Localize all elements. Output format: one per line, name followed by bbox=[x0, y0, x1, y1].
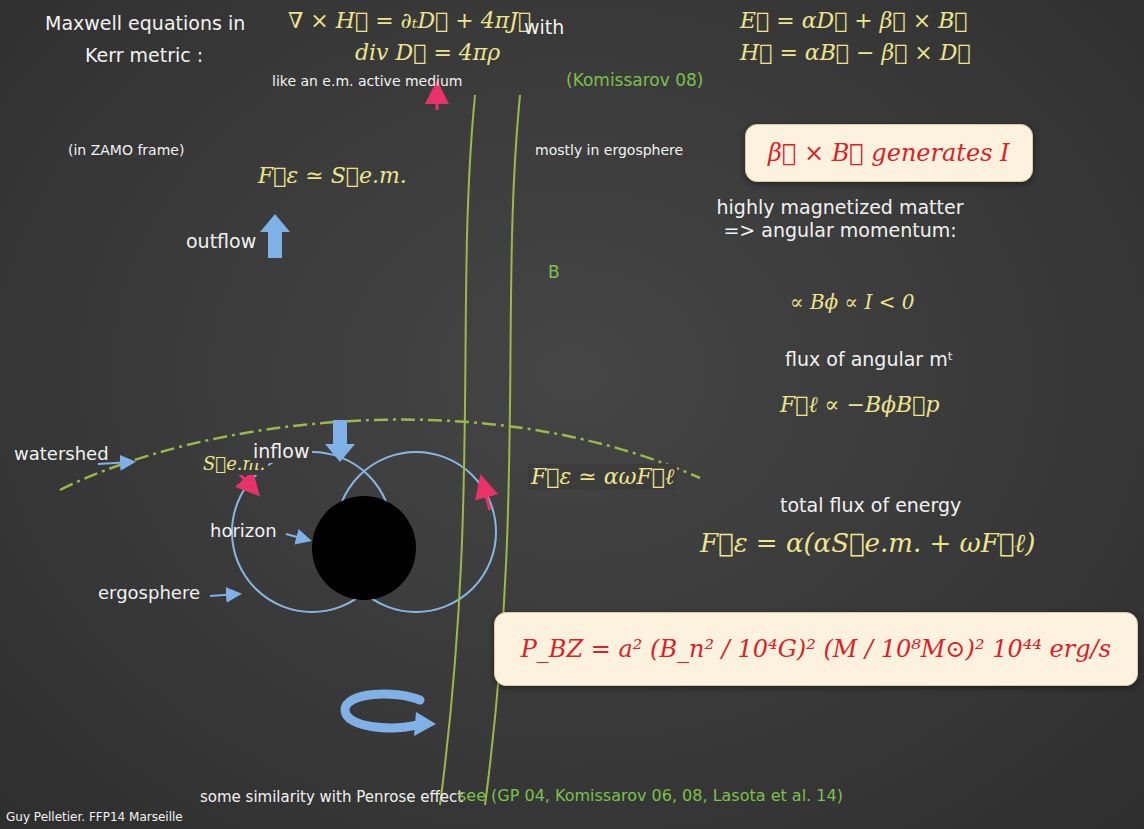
slide-label: horizon bbox=[210, 520, 277, 542]
slide-label: ∇ × H⃗ = ∂ₜD⃗ + 4πJ⃗ bbox=[288, 8, 531, 34]
slide-label: inflow bbox=[250, 440, 312, 463]
slide-label: F⃗ℓ ∝ −BϕB⃗p bbox=[780, 392, 940, 418]
slide-label: E⃗ = αD⃗ + β⃗ × B⃗ bbox=[740, 8, 968, 34]
slide-label: Guy Pelletier. FFP14 Marseille bbox=[6, 810, 183, 824]
slide-label: Kerr metric : bbox=[85, 44, 203, 67]
slide-label: some similarity with Penrose effect bbox=[200, 788, 463, 806]
slide-label: outflow bbox=[186, 230, 256, 253]
slide-label: ∝ Bϕ ∝ I < 0 bbox=[790, 290, 915, 314]
slide-label: see (GP 04, Komissarov 06, 08, Lasota et… bbox=[458, 786, 843, 805]
box-text: P_BZ = a² (B_n² / 10⁴G)² (M / 10⁸M⊙)² 10… bbox=[521, 635, 1111, 663]
slide-label: H⃗ = αB⃗ − β⃗ × D⃗ bbox=[740, 40, 971, 66]
slide-label: flux of angular mᵗ bbox=[785, 348, 953, 371]
slide-label: mostly in ergosphere bbox=[535, 142, 683, 159]
highlight-box: P_BZ = a² (B_n² / 10⁴G)² (M / 10⁸M⊙)² 10… bbox=[494, 612, 1138, 686]
slide-label: F⃗ε ≃ αωF⃗ℓ bbox=[528, 464, 677, 490]
slide-label: div D⃗ = 4πρ bbox=[355, 40, 500, 66]
slide-label: ergosphere bbox=[98, 582, 200, 604]
slide-label: (in ZAMO frame) bbox=[68, 142, 184, 159]
slide-label: Maxwell equations in bbox=[45, 12, 245, 35]
slide-label: with bbox=[524, 16, 564, 39]
box-text: β⃗ × B⃗ generates I bbox=[768, 139, 1010, 167]
slide-label: F⃗ε ≃ S⃗e.m. bbox=[258, 163, 407, 189]
highlight-box: β⃗ × B⃗ generates I bbox=[745, 124, 1033, 182]
slide-label: (Komissarov 08) bbox=[566, 70, 704, 90]
slide-label: highly magnetized matter => angular mome… bbox=[700, 196, 980, 242]
slide-label: F⃗ε = α(αS⃗e.m. + ωF⃗ℓ) bbox=[700, 528, 1035, 559]
slide-label: B bbox=[548, 262, 560, 282]
slide-label: total flux of energy bbox=[780, 494, 961, 517]
slide-label: like an e.m. active medium bbox=[272, 73, 463, 90]
slide-label: watershed bbox=[14, 443, 109, 465]
